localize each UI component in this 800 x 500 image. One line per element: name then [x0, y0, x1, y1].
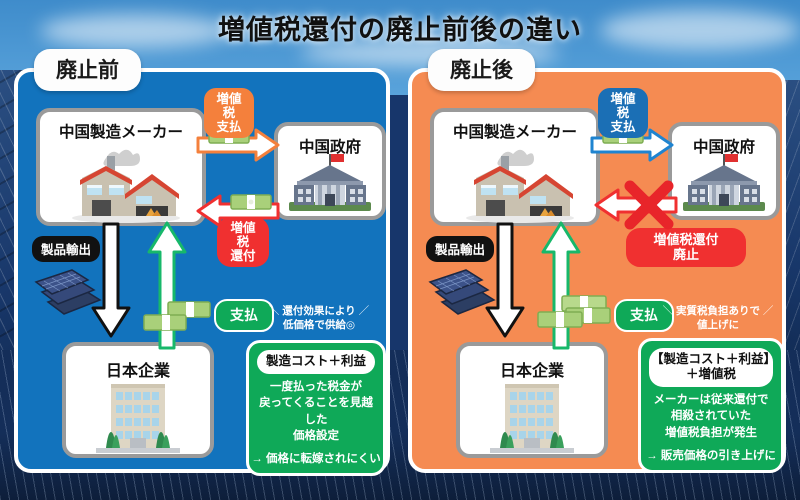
note-after-head-line1: 【製造コスト＋利益】 — [651, 352, 777, 366]
tag-before-abolition: 廃止前 — [34, 49, 141, 91]
sidenote-before-line1: 還付効果により — [282, 305, 356, 317]
label-payment: 支払 — [214, 299, 274, 332]
office-building-icon — [96, 384, 180, 453]
note-before-head: 製造コスト＋利益 — [257, 350, 375, 374]
badge-vat-payment: 増値税 支払 — [204, 88, 254, 138]
sidenote-before-line2: 低価格で供給◎ — [282, 319, 356, 332]
office-building-icon — [490, 384, 574, 453]
note-after-head: 【製造コスト＋利益】 ＋増値税 — [649, 348, 777, 387]
note-before-body: 一度払った税金が 戻ってくることを見越した 価格設定 — [249, 379, 383, 444]
arrow-down-export-flow — [485, 222, 525, 338]
arrow-left-vat-refund — [196, 194, 280, 228]
sidenote-after-line2: 値上げに — [697, 319, 739, 332]
tag-after-abolition: 廃止後 — [428, 49, 535, 91]
note-after: 【製造コスト＋利益】 ＋増値税 メーカーは従来還付で 相殺されていた 増値税負担… — [638, 338, 784, 473]
note-after-conclusion: → 販売価格の引き上げに — [646, 449, 776, 462]
slash-right: ／ — [358, 305, 370, 317]
card-japanese-company: 日本企業 — [456, 342, 608, 458]
badge-vat-refund-line1: 増値税 — [230, 221, 256, 249]
note-before-body-line1: 一度払った税金が — [270, 381, 362, 393]
badge-vat-refund-abolished-line1: 増値税還付 — [653, 232, 719, 247]
arrow-left-vat-refund-blocked — [594, 188, 678, 222]
factory-icon — [72, 149, 180, 223]
sidenote-after-line1: 実質税負担ありで — [676, 305, 760, 317]
badge-vat-refund: 増値税 還付 — [217, 217, 269, 267]
badge-vat-payment-line2: 支払 — [610, 120, 636, 134]
label-product-export: 製品輸出 — [32, 236, 101, 262]
card-chinese-manufacturer: 中国製造メーカー — [36, 108, 206, 226]
card-title-japanese-company: 日本企業 — [499, 363, 564, 380]
arrow-down-export-flow — [91, 222, 131, 338]
badge-vat-refund-abolished: 増値税還付 廃止 — [626, 228, 746, 268]
slash-left: ＼ — [662, 305, 674, 317]
card-title-chinese-manufacturer: 中国製造メーカー — [452, 124, 577, 141]
sidenote-after: ＼ 実質税負担ありで ／ 値上げに — [652, 304, 784, 332]
card-title-chinese-manufacturer: 中国製造メーカー — [58, 124, 183, 141]
card-japanese-company: 日本企業 — [62, 342, 214, 458]
card-title-japanese-company: 日本企業 — [105, 363, 170, 380]
slash-right: ／ — [762, 305, 774, 317]
arrow-right-vat-payment — [590, 128, 674, 162]
solar-panel-stack-icon — [34, 269, 102, 315]
badge-vat-payment-line1: 増値税 — [610, 92, 636, 120]
panel-after-abolition: 中国製造メーカー 中国政府 — [408, 68, 786, 473]
note-after-body-line3: 増値税負担が発生 — [665, 426, 757, 439]
card-chinese-government: 中国政府 — [668, 122, 780, 220]
cloud-shape — [600, 10, 800, 50]
money-stack-icon — [143, 301, 211, 331]
note-after-head-line2: ＋増値税 — [685, 367, 736, 381]
badge-vat-refund-line2: 還付 — [230, 249, 256, 263]
note-after-body: メーカーは従来還付で 相殺されていた 増値税負担が発生 — [641, 392, 781, 441]
badge-vat-payment-line1: 増値税 — [216, 92, 242, 120]
arrow-up-payment-flow — [147, 221, 187, 350]
government-building-icon — [683, 154, 765, 211]
cloud-shape — [40, 14, 230, 48]
label-payment: 支払 — [614, 299, 674, 332]
note-before-body-line2: 戻ってくることを見越した — [259, 397, 373, 426]
badge-vat-refund-abolished-line2: 廃止 — [672, 246, 699, 262]
money-stack-icon — [537, 295, 611, 328]
card-title-chinese-government: 中国政府 — [692, 139, 755, 156]
note-before: 製造コスト＋利益 一度払った税金が 戻ってくることを見越した 価格設定 → 価格… — [246, 340, 386, 477]
sidenote-before: ＼ 還付効果により ／ 低価格で供給◎ — [254, 304, 384, 332]
government-building-icon — [289, 154, 371, 211]
solar-panel-stack-icon — [428, 269, 496, 315]
note-before-body-line3: 価格設定 — [293, 429, 339, 442]
money-bill-icon — [230, 194, 272, 210]
badge-vat-payment-line2: 支払 — [216, 120, 242, 134]
factory-icon — [466, 149, 574, 223]
red-x-cross-icon — [624, 180, 674, 230]
page-title: 増値税還付の廃止前後の違い — [218, 15, 582, 45]
card-chinese-government: 中国政府 — [274, 122, 386, 220]
card-chinese-manufacturer: 中国製造メーカー — [430, 108, 600, 226]
label-product-export: 製品輸出 — [426, 236, 495, 262]
note-before-conclusion: → 価格に転嫁されにくい — [251, 453, 381, 466]
panel-before-abolition: 中国製造メーカー 中国政府 — [14, 68, 390, 477]
badge-vat-payment: 増値税 支払 — [598, 88, 648, 138]
card-title-chinese-government: 中国政府 — [298, 139, 361, 156]
arrow-right-vat-payment — [196, 128, 280, 162]
slash-left: ＼ — [268, 305, 280, 317]
note-after-body-line2: 相殺されていた — [670, 410, 752, 423]
arrow-up-payment-flow — [541, 221, 581, 350]
note-after-body-line1: メーカーは従来還付で — [653, 394, 769, 406]
